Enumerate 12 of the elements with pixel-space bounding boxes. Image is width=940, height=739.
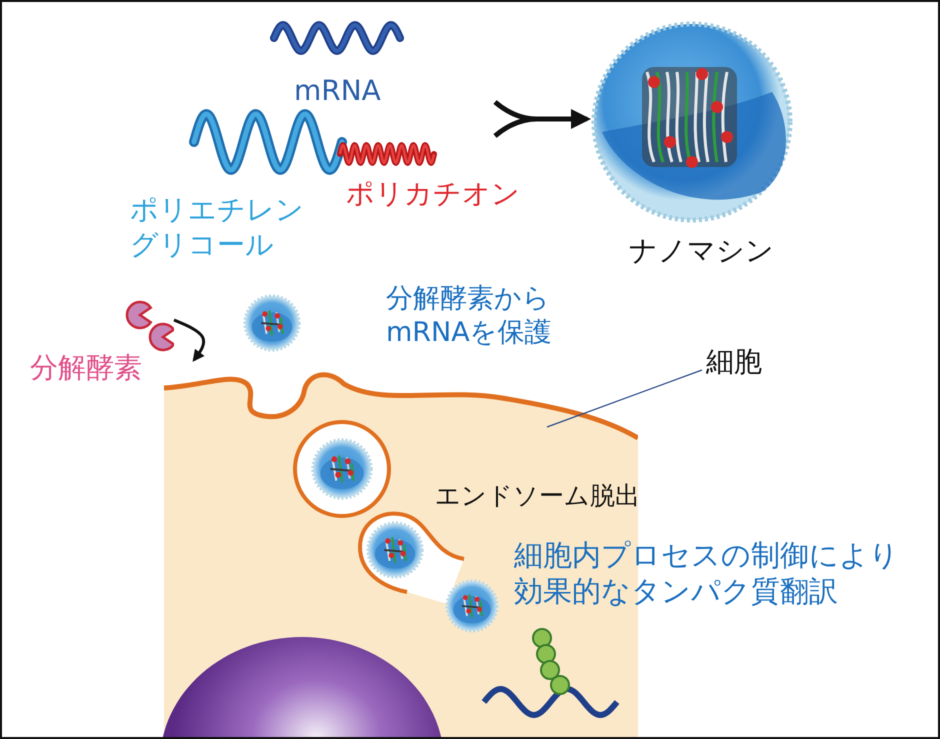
annotation-text: 細胞内プロセスの制御により効果的なタンパク質翻訳 — [514, 537, 900, 610]
node-label: ナノマシン — [629, 233, 775, 268]
arrow — [173, 318, 206, 362]
arrow — [492, 100, 591, 138]
annotation-text: 分解酵素からmRNAを保護 — [386, 282, 553, 350]
node-label: 分解酵素 — [30, 350, 143, 385]
node-label: ポリエチレングリコール — [130, 192, 305, 262]
node-label: mRNA — [294, 73, 382, 108]
node-label: 細胞 — [706, 344, 763, 379]
node-label: ポリカチオン — [346, 176, 521, 211]
annotation-text: エンドソーム脱出 — [435, 480, 641, 512]
leader-line — [546, 369, 702, 428]
